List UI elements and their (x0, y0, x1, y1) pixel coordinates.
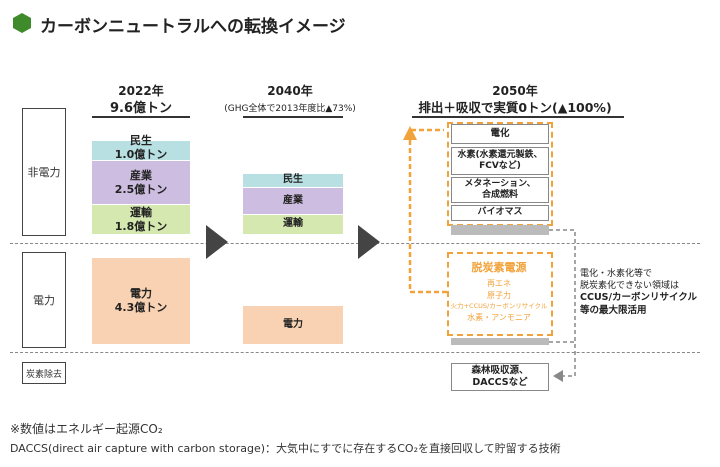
segment-unyu-2022: 運輸 1.8億トン (92, 205, 190, 234)
item-biomass: バイオマス (451, 205, 549, 221)
segment-denryoku-2040: 電力 (243, 306, 343, 344)
item-removal-line1: 森林吸収源、 (471, 365, 529, 377)
year-2022: 2022年 (118, 84, 164, 98)
decarb-item-renewable: 再エネ (487, 279, 511, 288)
item-suiso-line1: 水素(水素還元製鉄、 (457, 149, 543, 160)
value-denryoku: 4.3億トン (114, 301, 168, 314)
side-note-line: 電化・水素化等で (580, 269, 653, 279)
label-minsei: 民生 (130, 134, 152, 148)
decarb-power-title: 脱炭素電源 (471, 261, 527, 274)
arrow-right-icon (206, 225, 228, 259)
separator-line (10, 243, 700, 244)
value-unyu: 1.8億トン (114, 219, 168, 233)
row-label-non-power: 非電力 (22, 108, 66, 236)
label-denryoku: 電力 (130, 287, 152, 301)
item-metanation-line1: メタネーション、 (464, 178, 536, 189)
subtitle-2050: 排出＋吸収で実質0トン(▲100%) (418, 100, 612, 115)
segment-minsei-2022 (92, 141, 190, 160)
side-note: 電化・水素化等で 脱炭素化できない領域は CCUS/カーボンリサイクル 等の最大… (580, 268, 710, 318)
item-suiso-line2: FCVなど) (479, 161, 521, 171)
item-denka: 電化 (451, 124, 549, 144)
item-removal-line2: DACCSなど (472, 377, 528, 388)
item-metanation: メタネーション、 合成燃料 (451, 177, 549, 203)
segment-minsei-2040: 民生 (243, 174, 343, 187)
page-title: カーボンニュートラルへの転換イメージ (40, 17, 346, 37)
footnote-daccs: DACCS(direct air capture with carbon sto… (10, 442, 561, 455)
heading-underline (92, 116, 190, 118)
footnote-energy-co2: ※数値はエネルギー起源CO₂ (10, 422, 163, 436)
segment-sangyo-2040: 産業 (243, 188, 343, 214)
decarb-power-box: 脱炭素電源 再エネ 原子力 火力+CCUS/カーボンリサイクル 水素・アンモニア (451, 256, 547, 328)
separator-line (10, 352, 700, 353)
segment-sangyo-2022: 産業 2.5億トン (92, 161, 190, 204)
orange-connector-arrow (403, 126, 447, 294)
item-suiso: 水素(水素還元製鉄、 FCVなど) (451, 147, 549, 175)
decarb-item-thermal-ccus: 火力+CCUS/カーボンリサイクル (450, 302, 548, 311)
year-2050: 2050年 (492, 84, 538, 98)
segment-denryoku-2022: 電力 4.3億トン (92, 258, 190, 344)
label-sangyo: 産業 (130, 168, 152, 182)
side-note-line: CCUS/カーボンリサイクル (580, 292, 697, 304)
value-minsei: 1.0億トン (114, 148, 168, 161)
item-removal: 森林吸収源、 DACCSなど (451, 363, 549, 391)
item-metanation-line2: 合成燃料 (481, 190, 518, 200)
row-label-removal: 炭素除去 (22, 362, 66, 384)
year-2040: 2040年 (267, 84, 313, 98)
decarb-item-nuclear: 原子力 (487, 290, 511, 300)
side-note-line: 脱炭素化できない領域は (580, 281, 680, 292)
side-note-line: 等の最大限活用 (580, 305, 647, 317)
residual-bar-power (451, 338, 549, 345)
arrow-right-icon (358, 225, 380, 259)
gray-connector-arrow (549, 229, 576, 382)
residual-bar-non-power (451, 225, 549, 235)
total-2022: 9.6億トン (109, 101, 173, 116)
heading-underline (412, 116, 624, 118)
segment-unyu-2040: 運輸 (243, 215, 343, 234)
segment-minsei-2022-text: 民生 1.0億トン (92, 133, 190, 163)
heading-underline (243, 116, 343, 118)
hexagon-icon (13, 13, 31, 33)
subtitle-2040: (GHG全体で2013年度比▲73%) (224, 104, 356, 114)
orange-dashed-box-lower (447, 252, 553, 336)
row-label-power: 電力 (22, 252, 66, 348)
label-unyu: 運輸 (130, 205, 152, 219)
value-sangyo: 2.5億トン (114, 182, 168, 196)
decarb-item-hydrogen-ammonia: 水素・アンモニア (467, 312, 531, 322)
